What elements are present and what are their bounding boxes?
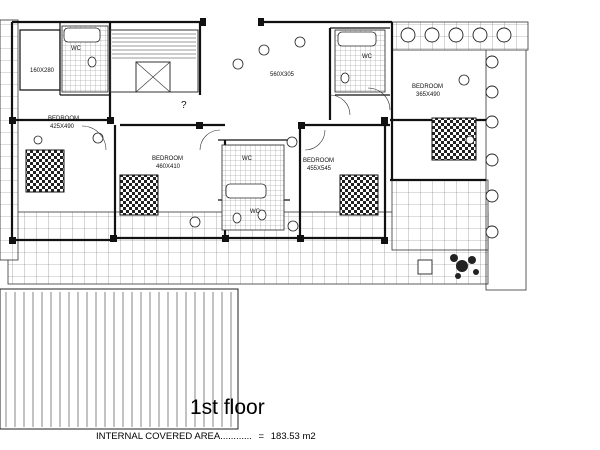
bedroom-2-size: 460X410 xyxy=(156,164,181,170)
left-balcony xyxy=(0,19,19,261)
wc-label-4: WC xyxy=(250,209,261,215)
furniture-icons xyxy=(33,36,475,232)
wc-label-3: WC xyxy=(242,156,253,162)
bedroom-1-size: 425X490 xyxy=(50,124,75,130)
bed-3 xyxy=(339,174,379,216)
area-line: INTERNAL COVERED AREA............ = 183.… xyxy=(96,431,316,442)
pergola-slats xyxy=(5,292,232,427)
beds xyxy=(25,117,477,216)
wc-label-1: WC xyxy=(71,46,82,52)
area-value: 183.53 m2 xyxy=(270,431,316,442)
bedroom-4-name: BEDROOM xyxy=(412,84,443,90)
pergola xyxy=(0,288,239,430)
bedroom-2-name: BEDROOM xyxy=(152,156,183,162)
wc-label-2: WC xyxy=(362,54,373,60)
bedroom-3-size: 455X545 xyxy=(307,166,332,172)
hall-size: 560X305 xyxy=(270,72,295,78)
dressing-size: 160X280 xyxy=(30,68,55,74)
bedroom-4-size: 365X490 xyxy=(416,92,441,98)
planters-top xyxy=(400,27,512,43)
bed-2 xyxy=(119,174,159,216)
bathtub-1 xyxy=(63,27,101,43)
floor-title: 1st floor xyxy=(190,396,265,419)
bed-1 xyxy=(25,149,65,193)
bathtub-2 xyxy=(337,31,377,47)
bathtub-3 xyxy=(225,183,267,199)
toilet-icons xyxy=(87,56,350,224)
bedroom-1-name: BEDROOM xyxy=(48,116,79,122)
bedroom-3-name: BEDROOM xyxy=(303,158,334,164)
wall-columns xyxy=(9,18,388,244)
question-mark: ? xyxy=(181,100,187,111)
bed-4 xyxy=(431,117,477,161)
staircase xyxy=(109,29,199,93)
palm-plant-icon xyxy=(450,254,479,279)
planters-side xyxy=(485,55,499,239)
door-swings xyxy=(81,87,391,151)
area-label: INTERNAL COVERED AREA............ xyxy=(96,431,252,442)
corner-planter xyxy=(417,259,433,275)
area-equals: = xyxy=(258,431,265,442)
right-terrace xyxy=(391,179,489,251)
